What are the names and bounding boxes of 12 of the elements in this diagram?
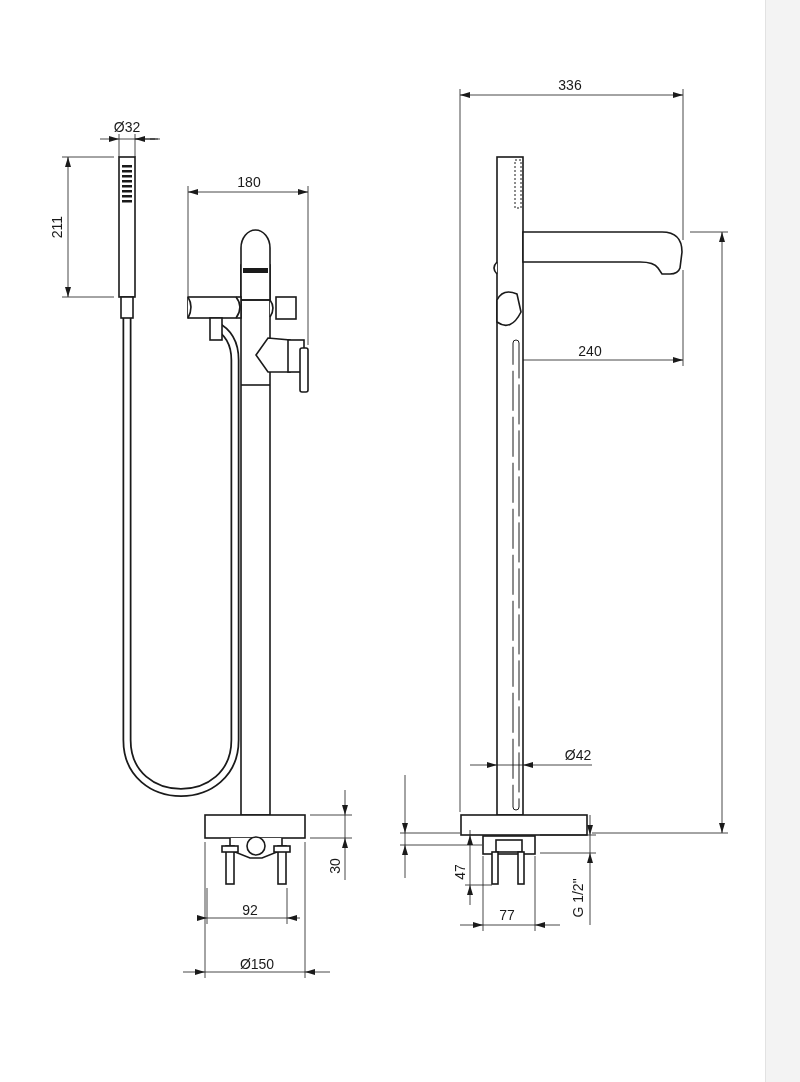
- dimension-label: 77: [498, 908, 516, 922]
- dimension-label: Ø32: [112, 120, 142, 134]
- dimension-label: 240: [577, 344, 603, 358]
- dimension-label: 30: [328, 857, 342, 875]
- dimension-label: Ø150: [238, 957, 276, 971]
- dimension-label: 47: [453, 863, 467, 881]
- dimension-label: 92: [241, 903, 259, 917]
- dimension-label: 180: [236, 175, 262, 189]
- dimension-label: G 1/2": [571, 877, 585, 919]
- dimension-label: Ø42: [563, 748, 593, 762]
- dimension-label: 336: [557, 78, 583, 92]
- dimension-label: 211: [50, 214, 64, 240]
